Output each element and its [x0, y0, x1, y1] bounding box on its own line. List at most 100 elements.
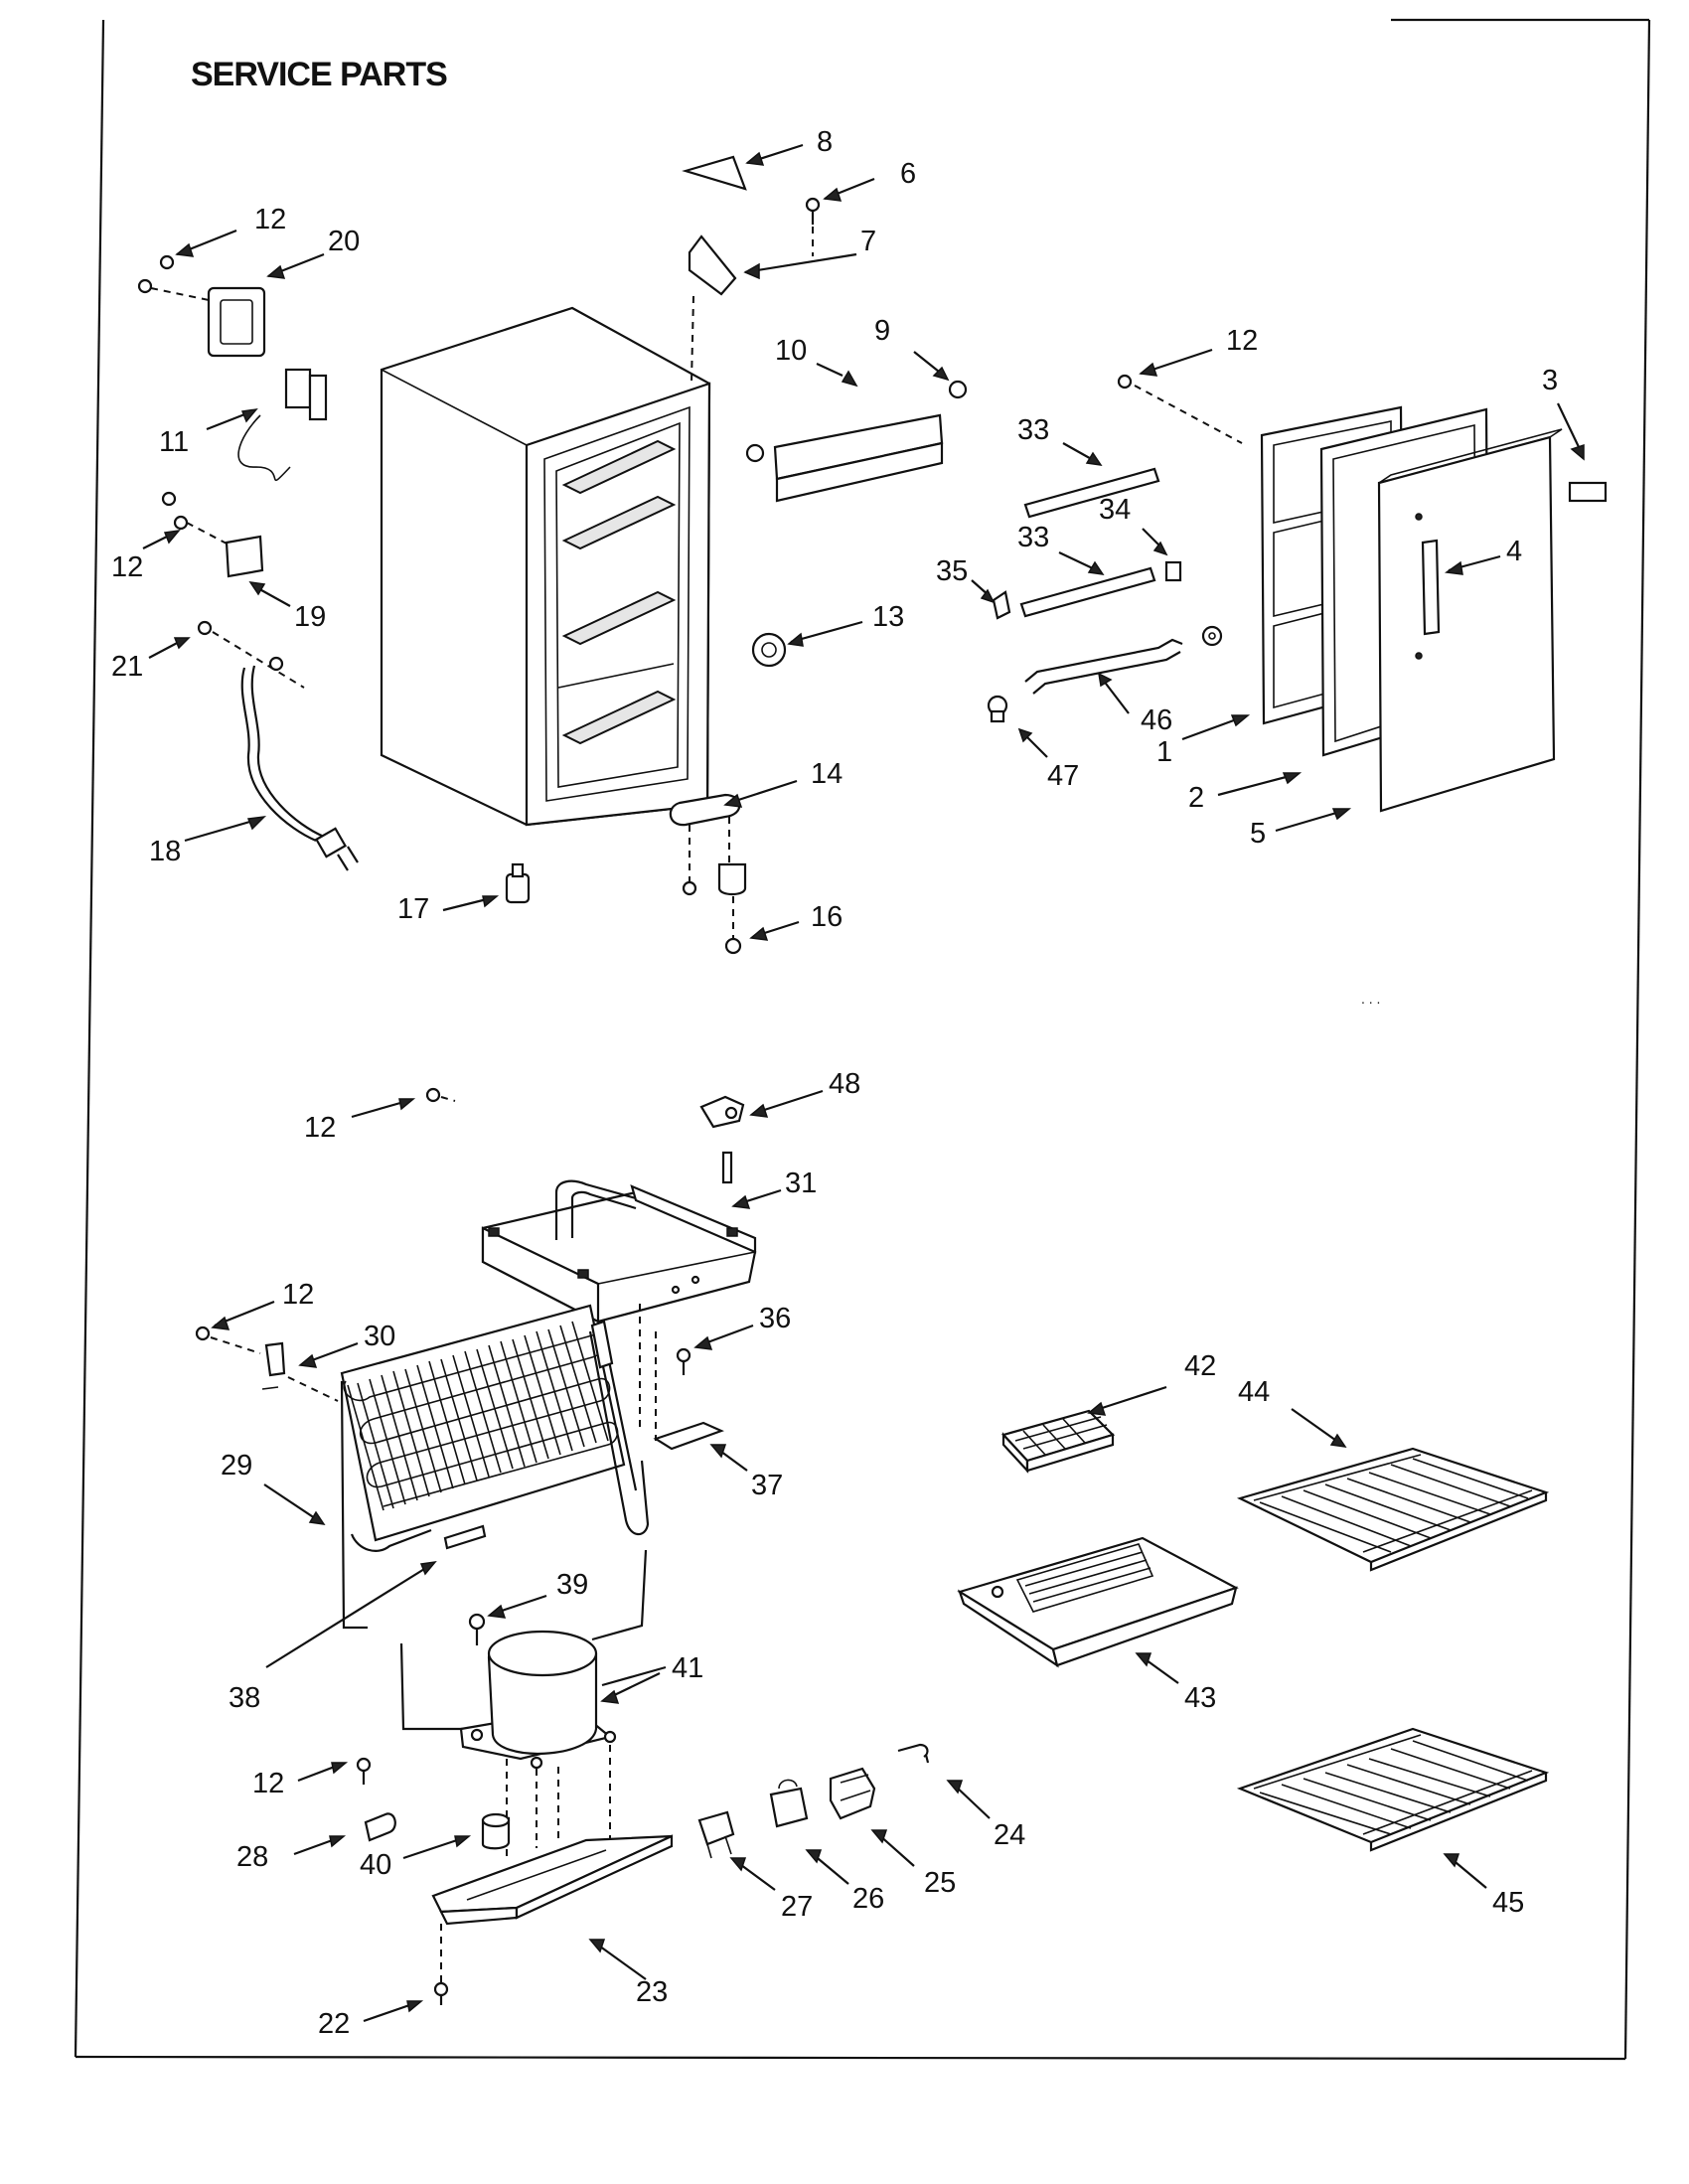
- callout-label: 27: [781, 1891, 813, 1923]
- chiller-tray: [957, 1536, 1239, 1684]
- callout-label: 19: [294, 601, 326, 633]
- bin-screw: [913, 351, 950, 382]
- start-relay: [829, 1767, 915, 1867]
- compressor-base-plate: [431, 1834, 674, 1983]
- callout-label: 12: [304, 1112, 336, 1144]
- callout-label: 4: [1506, 536, 1522, 567]
- screw-top-left: [137, 229, 237, 301]
- base-screw: [363, 1981, 449, 2023]
- callout-label: 42: [1184, 1350, 1216, 1382]
- callout-label: 30: [364, 1321, 395, 1352]
- callout-label: 36: [759, 1303, 791, 1334]
- top-hinge-cover: [682, 143, 804, 191]
- callout-label: 40: [360, 1849, 391, 1881]
- hinge-screw: [805, 177, 875, 225]
- callout-label: 13: [872, 601, 904, 633]
- callout-label: 14: [811, 758, 843, 790]
- callout-label: 6: [900, 158, 916, 190]
- door-screw: [1117, 348, 1243, 444]
- thermostat-bracket: [207, 252, 325, 358]
- callout-label: 7: [860, 226, 876, 257]
- callout-label: 12: [252, 1768, 284, 1799]
- callout-label: 35: [936, 555, 968, 587]
- callout-label: 28: [236, 1841, 268, 1873]
- callout-label: 43: [1184, 1682, 1216, 1714]
- callout-label: 11: [159, 426, 189, 458]
- stray-marks: . . .: [1361, 991, 1380, 1007]
- thermostat: [206, 368, 328, 482]
- compressor: [399, 1549, 667, 1856]
- callout-label: 38: [229, 1682, 260, 1714]
- temperature-control-valve: [699, 1089, 824, 1184]
- freezer-compartment: [481, 1179, 782, 1324]
- drip-tray: [653, 1421, 748, 1472]
- shelf-stop: [971, 579, 1011, 620]
- callout-label: 25: [924, 1867, 956, 1899]
- callout-label: 12: [254, 204, 286, 235]
- wire-shelf-upper: [1236, 1408, 1550, 1572]
- overload-protector-cover: [697, 1810, 776, 1891]
- callout-label: 24: [994, 1819, 1025, 1851]
- callout-label: 31: [785, 1168, 817, 1199]
- callout-label: 17: [397, 893, 429, 925]
- control-knob: [751, 620, 863, 668]
- top-hinge: [688, 227, 857, 296]
- callout-label: 33: [1017, 522, 1049, 553]
- callout-label: 23: [636, 1976, 668, 2008]
- callout-label: 12: [111, 551, 143, 583]
- callout-label: 12: [1226, 325, 1258, 357]
- power-cord: [148, 620, 359, 871]
- overload-protector: [769, 1779, 849, 1885]
- callout-label: 46: [1141, 704, 1172, 736]
- drip-screw: [639, 1304, 754, 1441]
- door-badge: [1557, 402, 1608, 503]
- callout-label: 33: [1017, 414, 1049, 446]
- callout-label: 18: [149, 836, 181, 867]
- callout-label: 21: [111, 651, 143, 683]
- leveling-foot: [682, 862, 800, 955]
- callout-label: 37: [751, 1470, 783, 1501]
- door-bin: [745, 363, 968, 503]
- cord-clamp: [293, 1812, 396, 1856]
- callout-label: 1: [1156, 736, 1172, 768]
- callout-label: 22: [318, 2008, 350, 2040]
- callout-label: 5: [1250, 818, 1266, 850]
- callout-label: 9: [874, 315, 890, 347]
- cabinet-foot: [442, 862, 531, 912]
- callout-label: 44: [1238, 1376, 1270, 1408]
- callout-label: 16: [811, 901, 843, 933]
- evaporator-coil: [263, 1304, 650, 1630]
- evaporator-clip: [261, 1341, 359, 1402]
- callout-label: 47: [1047, 760, 1079, 792]
- callout-label: 45: [1492, 1887, 1524, 1919]
- ice-cube-tray: [1000, 1385, 1167, 1474]
- callout-label: 26: [852, 1883, 884, 1915]
- door-stop-pin: [987, 695, 1048, 758]
- callout-label: 20: [328, 226, 360, 257]
- shelf-clip: [1142, 528, 1182, 582]
- mounting-bracket: [142, 491, 291, 607]
- compressor-screw: [468, 1594, 547, 1645]
- callout-label: 34: [1099, 494, 1131, 526]
- door-panel: [1377, 428, 1563, 813]
- relay-clip: [897, 1743, 991, 1819]
- shelf-rail-lower: [1019, 551, 1156, 618]
- bottom-hinge: [669, 779, 798, 884]
- wire-shelf-lower: [1236, 1727, 1550, 1889]
- callout-label: 8: [817, 126, 833, 158]
- callout-label: 39: [556, 1569, 588, 1601]
- callout-label: 41: [672, 1652, 703, 1684]
- page-border: [74, 18, 1651, 2061]
- door-support-bar: [1024, 625, 1223, 714]
- callout-label: 3: [1542, 365, 1558, 396]
- page-title: SERVICE PARTS: [191, 56, 447, 93]
- evaporator-screw: [351, 1087, 456, 1119]
- callout-label: 10: [775, 335, 807, 367]
- callout-label: 29: [221, 1450, 252, 1482]
- evaporator-clip-screw: [195, 1300, 275, 1354]
- mounting-screw-lower: [297, 1757, 372, 1785]
- capillary-tube: [265, 1560, 437, 1668]
- rubber-grommet: [402, 1812, 511, 1860]
- shelf-rail-upper: [1023, 442, 1160, 519]
